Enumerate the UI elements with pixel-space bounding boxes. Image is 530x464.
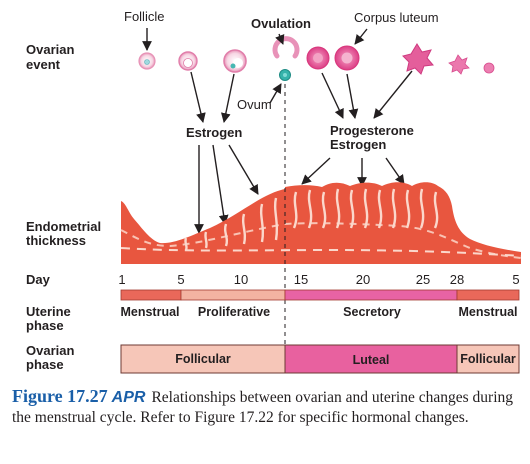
- figure-number: Figure 17.27: [12, 386, 108, 406]
- uterine-phase-menstrual: Menstrual: [120, 305, 179, 319]
- follicular-box: [120, 344, 286, 374]
- day-tick-10: 10: [234, 272, 248, 287]
- follicle-stage-2: [178, 51, 198, 71]
- menstrual-bar-segment: [120, 289, 182, 301]
- follicle-stage-3: [223, 49, 247, 73]
- ovum-cell: [279, 69, 291, 81]
- apr-badge[interactable]: APR: [111, 389, 146, 406]
- follicle2-to-estrogen-arrow: [190, 71, 206, 123]
- progesterone-to-endometrium-arrow-1: [301, 157, 331, 185]
- estrogen-to-endometrium-arrow-2: [212, 144, 229, 225]
- uterine-phase-label-line1: Uterine: [26, 304, 71, 319]
- cl3-to-progesterone-arrow: [373, 70, 413, 119]
- ruptured-follicle: [272, 36, 300, 59]
- follicle3-to-estrogen-arrow: [221, 73, 235, 123]
- uterine-phase-secretory: Secretory: [343, 305, 401, 319]
- uterine-phase-proliferative: Proliferative: [198, 305, 270, 319]
- ovulation-label: Ovulation: [251, 16, 311, 31]
- caption-text: Relationships between ovarian and uterin…: [12, 389, 514, 426]
- day-tick-1: 1: [118, 272, 125, 287]
- ovulation-arrow: [275, 33, 285, 45]
- corpus-luteum-arrow: [354, 28, 368, 45]
- endometrial-label-line2: thickness: [26, 233, 86, 248]
- ovarian-phase-follicular-next: Follicular: [460, 352, 516, 366]
- arrows: [142, 28, 413, 234]
- follicle-label: Follicle: [124, 9, 164, 24]
- ovarian-phase-luteal: Luteal: [353, 353, 390, 367]
- ovarian-phase-label-line2: phase: [26, 357, 64, 372]
- day-tick-28: 28: [450, 272, 464, 287]
- luteal-box: [284, 344, 458, 374]
- proliferative-bar-segment: [180, 289, 286, 301]
- day-tick-5-next: 5: [512, 272, 519, 287]
- endometrium-illustration: [120, 182, 522, 264]
- cl1-to-progesterone-arrow: [321, 72, 344, 119]
- follicular-box-next: [456, 344, 520, 374]
- menstrual-bar-segment-next: [456, 289, 520, 301]
- ovum-label: Ovum: [237, 97, 272, 112]
- corpus-albicans: [483, 62, 495, 74]
- day-tick-5: 5: [177, 272, 184, 287]
- day-label: Day: [26, 272, 51, 287]
- day-ticks: 1 5 10 15 20 25 28 5: [118, 272, 519, 287]
- menstrual-cycle-diagram: Ovarian event Follicle Ovulation Corpus …: [26, 9, 522, 374]
- corpus-luteum-degenerating-1: [402, 43, 434, 75]
- progesterone-estrogen-label: Estrogen: [330, 137, 386, 152]
- corpus-luteum-degenerating-2: [448, 54, 470, 75]
- uterine-phase-label-line2: phase: [26, 318, 64, 333]
- day-tick-15: 15: [294, 272, 308, 287]
- follicle-stage-1: [138, 52, 156, 70]
- secretory-bar-segment: [284, 289, 458, 301]
- ovarian-event-label-line2: event: [26, 57, 61, 72]
- corpus-luteum-label: Corpus luteum: [354, 10, 439, 25]
- estrogen-label: Estrogen: [186, 125, 242, 140]
- uterine-phase-bar: [120, 289, 520, 301]
- endometrial-label-line1: Endometrial: [26, 219, 101, 234]
- cl2-to-progesterone-arrow: [346, 73, 359, 119]
- ovarian-phase-follicular: Follicular: [175, 352, 231, 366]
- progesterone-to-endometrium-arrow-3: [385, 157, 405, 185]
- progesterone-label: Progesterone: [330, 123, 414, 138]
- uterine-phase-menstrual-next: Menstrual: [458, 305, 517, 319]
- ovarian-event-label-line1: Ovarian: [26, 42, 74, 57]
- day-tick-25: 25: [416, 272, 430, 287]
- ovarian-phase-label-line1: Ovarian: [26, 343, 74, 358]
- corpus-luteum-1: [306, 46, 330, 70]
- day-tick-20: 20: [356, 272, 370, 287]
- estrogen-to-endometrium-arrow-3: [228, 144, 259, 195]
- ovum-arrow: [269, 83, 282, 104]
- ovarian-phase-bar: [120, 344, 520, 374]
- corpus-luteum-2: [334, 45, 360, 71]
